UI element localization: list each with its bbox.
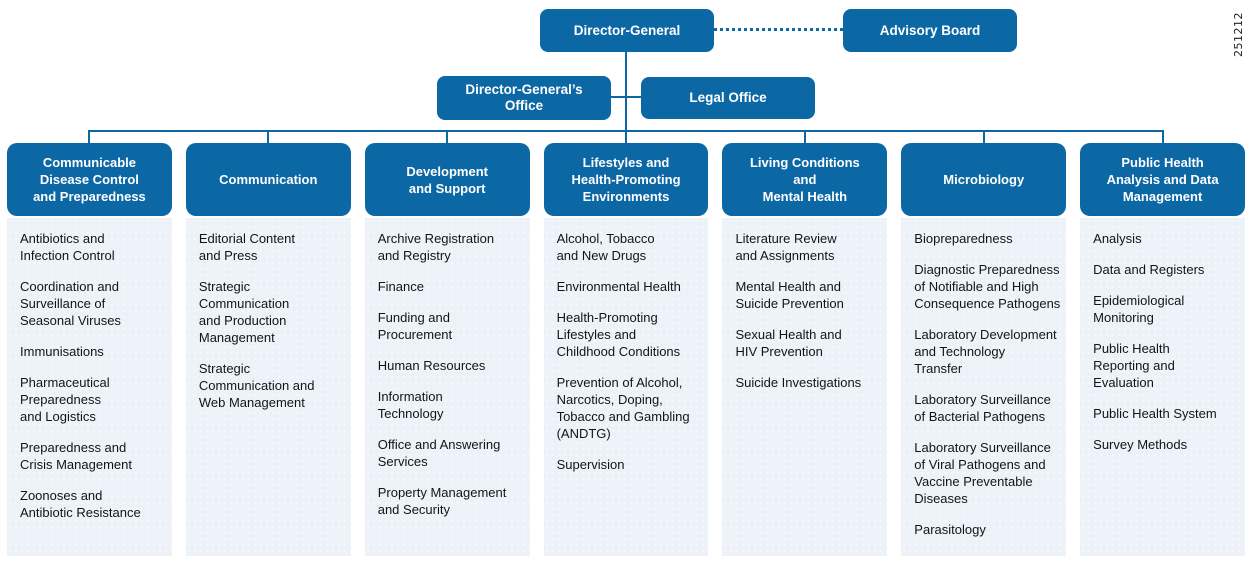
drop-line-3 xyxy=(446,130,448,144)
unit-list: Alcohol, Tobacco and New Drugs Environme… xyxy=(543,218,709,556)
unit-item: Archive Registration and Registry xyxy=(377,231,495,263)
unit-item: Supervision xyxy=(556,457,625,472)
unit-item: Data and Registers xyxy=(1093,262,1205,277)
department-communication: Communication Editorial Content and Pres… xyxy=(185,143,351,556)
unit-item: Public Health Reporting and Evaluation xyxy=(1093,341,1175,390)
unit-item: Analysis xyxy=(1093,231,1142,246)
department-communicable-disease: Communicable Disease Control and Prepare… xyxy=(7,143,172,556)
document-number: 251212 xyxy=(1232,12,1245,57)
unit-item: Prevention of Alcohol, Narcotics, Doping… xyxy=(556,375,690,441)
department-living-conditions: Living Conditions and Mental Health Lite… xyxy=(722,143,888,556)
unit-item: Human Resources xyxy=(377,358,486,373)
legal-office-box: Legal Office xyxy=(641,77,815,119)
unit-item: Editorial Content and Press xyxy=(198,231,295,263)
unit-item: Strategic Communication and Production M… xyxy=(198,279,290,345)
department-development-support: Development and Support Archive Registra… xyxy=(364,143,530,556)
unit-item: Finance xyxy=(377,279,424,294)
unit-item: Mental Health and Suicide Prevention xyxy=(735,279,844,311)
unit-item: Laboratory Surveillance of Bacterial Pat… xyxy=(914,392,1051,424)
unit-item: Zoonoses and Antibiotic Resistance xyxy=(20,488,141,520)
drop-line-7 xyxy=(1162,130,1164,144)
advisory-dotted-connector-line xyxy=(714,28,843,31)
unit-item: Antibiotics and Infection Control xyxy=(20,231,115,263)
departments-horizontal-line xyxy=(88,130,1164,132)
departments-row: Communicable Disease Control and Prepare… xyxy=(7,143,1246,556)
unit-item: Alcohol, Tobacco and New Drugs xyxy=(556,231,655,263)
unit-list: Literature Review and Assignments Mental… xyxy=(722,218,888,556)
unit-item: Property Management and Security xyxy=(377,485,507,517)
unit-item: Epidemiological Monitoring xyxy=(1093,293,1185,325)
unit-item: Literature Review and Assignments xyxy=(735,231,837,263)
department-title: Lifestyles and Health-Promoting Environm… xyxy=(543,143,709,216)
drop-line-2 xyxy=(267,130,269,144)
unit-item: Parasitology xyxy=(914,522,986,537)
department-title: Development and Support xyxy=(364,143,530,216)
department-title: Microbiology xyxy=(901,143,1067,216)
director-general-vertical-line xyxy=(625,52,627,144)
unit-item: Office and Answering Services xyxy=(377,437,501,469)
unit-item: Survey Methods xyxy=(1093,437,1188,452)
unit-item: Laboratory Surveillance of Viral Pathoge… xyxy=(914,440,1051,506)
unit-item: Strategic Communication and Web Manageme… xyxy=(198,361,315,410)
unit-item: Biopreparedness xyxy=(914,231,1013,246)
unit-item: Diagnostic Preparedness of Notifiable an… xyxy=(914,262,1061,311)
drop-line-5 xyxy=(804,130,806,144)
department-public-health-analysis: Public Health Analysis and Data Manageme… xyxy=(1080,143,1246,556)
unit-item: Public Health System xyxy=(1093,406,1217,421)
unit-item: Environmental Health xyxy=(556,279,681,294)
advisory-board-box: Advisory Board xyxy=(843,9,1017,52)
unit-item: Suicide Investigations xyxy=(735,375,862,390)
drop-line-6 xyxy=(983,130,985,144)
department-microbiology: Microbiology Biopreparedness Diagnostic … xyxy=(901,143,1067,556)
department-lifestyles-environments: Lifestyles and Health-Promoting Environm… xyxy=(543,143,709,556)
drop-line-1 xyxy=(88,130,90,144)
unit-item: Funding and Procurement xyxy=(377,310,453,342)
unit-item: Immunisations xyxy=(20,344,104,359)
director-generals-office-box: Director-General’s Office xyxy=(437,76,611,120)
unit-list: Biopreparedness Diagnostic Preparedness … xyxy=(901,218,1067,556)
unit-item: Information Technology xyxy=(377,389,444,421)
unit-list: Editorial Content and Press Strategic Co… xyxy=(185,218,351,556)
department-title: Living Conditions and Mental Health xyxy=(722,143,888,216)
department-title: Communicable Disease Control and Prepare… xyxy=(7,143,172,216)
office-stub-line xyxy=(611,96,641,98)
unit-item: Preparedness and Crisis Management xyxy=(20,440,132,472)
unit-list: Analysis Data and Registers Epidemiologi… xyxy=(1080,218,1246,556)
unit-list: Antibiotics and Infection Control Coordi… xyxy=(7,218,172,556)
unit-item: Coordination and Surveillance of Seasona… xyxy=(20,279,121,328)
unit-list: Archive Registration and Registry Financ… xyxy=(364,218,530,556)
unit-item: Laboratory Development and Technology Tr… xyxy=(914,327,1057,376)
unit-item: Sexual Health and HIV Prevention xyxy=(735,327,842,359)
unit-item: Health-Promoting Lifestyles and Childhoo… xyxy=(556,310,681,359)
department-title: Public Health Analysis and Data Manageme… xyxy=(1080,143,1246,216)
unit-item: Pharmaceutical Preparedness and Logistic… xyxy=(20,375,110,424)
director-general-box: Director-General xyxy=(540,9,714,52)
department-title: Communication xyxy=(185,143,351,216)
